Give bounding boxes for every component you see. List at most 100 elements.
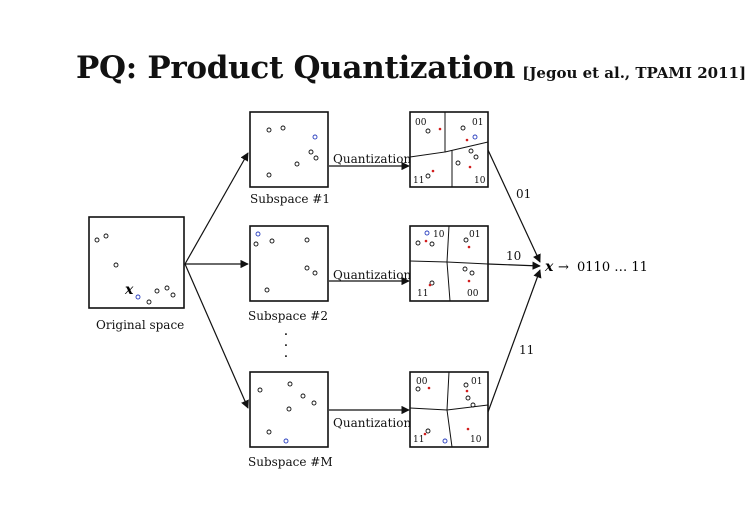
split-arrow-m <box>184 263 249 409</box>
data-point <box>103 233 109 239</box>
data-point <box>468 148 474 154</box>
data-point <box>425 128 431 134</box>
data-point <box>304 237 310 243</box>
data-point <box>300 393 306 399</box>
data-point <box>113 262 119 268</box>
data-point <box>455 160 461 166</box>
vertical-ellipsis: · · · <box>284 327 288 365</box>
output-arrow: → <box>558 260 569 275</box>
quantization-label: Quantization <box>333 268 411 282</box>
data-point <box>460 125 466 131</box>
data-point <box>313 155 319 161</box>
data-point <box>280 125 286 131</box>
data-point <box>463 237 469 243</box>
cell-code: 00 <box>415 118 427 128</box>
subspace-label: Subspace #1 <box>250 192 330 206</box>
data-point <box>257 387 263 393</box>
data-point <box>266 127 272 133</box>
merge-arrow-1 <box>487 149 541 263</box>
original-space: x Original space <box>88 216 185 332</box>
data-point <box>294 161 300 167</box>
data-point <box>286 406 292 412</box>
data-point <box>170 292 176 298</box>
quantized-cells-m: 00 01 11 10 <box>409 371 489 448</box>
centroid <box>465 389 469 393</box>
original-points: x <box>94 233 176 305</box>
data-point <box>164 285 170 291</box>
data-point <box>312 270 318 276</box>
subspace-2: Subspace #2 <box>248 225 329 323</box>
data-point <box>425 428 431 434</box>
data-point <box>266 172 272 178</box>
data-point <box>311 400 317 406</box>
data-point <box>462 266 468 272</box>
cell-code: 00 <box>416 377 428 387</box>
data-point <box>253 241 259 247</box>
data-point-query <box>442 438 448 444</box>
subspace-label: Subspace #M <box>248 455 333 469</box>
data-point <box>470 402 476 408</box>
data-point <box>429 280 435 286</box>
data-point <box>415 386 421 392</box>
ellipsis-dot: · <box>284 327 288 343</box>
data-point <box>308 149 314 155</box>
edge-code-1: 01 <box>516 187 531 201</box>
centroid <box>467 279 471 283</box>
cell-code: 11 <box>417 289 428 299</box>
centroid <box>468 165 472 169</box>
data-point-query <box>135 294 141 300</box>
slide-title: PQ: Product Quantization [Jegou et al., … <box>76 50 746 86</box>
data-point <box>304 265 310 271</box>
quantization-label: Quantization <box>333 152 411 166</box>
centroid <box>428 283 432 287</box>
cell-code: 01 <box>469 230 480 240</box>
subspace-box <box>249 225 329 302</box>
cell-code: 01 <box>471 377 482 387</box>
cell-code: 11 <box>413 435 424 445</box>
data-point-query <box>312 134 318 140</box>
original-space-box <box>88 216 185 309</box>
cell-code: 11 <box>413 176 424 186</box>
cell-code: 00 <box>467 289 479 299</box>
data-point <box>463 382 469 388</box>
subspace-box <box>249 111 329 188</box>
subspace-1: Subspace #1 <box>249 111 330 206</box>
data-point <box>469 270 475 276</box>
title-main: PQ: Product Quantization <box>76 50 516 86</box>
query-vector-marker: x <box>124 282 134 298</box>
quantized-cells-2: 10 01 11 00 <box>409 225 489 302</box>
original-space-label: Original space <box>96 318 184 332</box>
split-arrow-1 <box>184 152 249 265</box>
data-point <box>415 240 421 246</box>
quantized-cells-1: 00 01 11 10 <box>409 111 489 188</box>
title-citation: [Jegou et al., TPAMI 2011] <box>522 64 746 82</box>
quantization-label: Quantization <box>333 416 411 430</box>
cell-code: 10 <box>470 435 482 445</box>
centroid <box>467 245 471 249</box>
data-point <box>146 299 152 305</box>
centroid <box>424 239 428 243</box>
cell-code: 10 <box>433 230 445 240</box>
data-point <box>264 287 270 293</box>
data-point-query <box>424 230 430 236</box>
pq-diagram: x Original space Subspace #1 Quantizatio… <box>88 111 648 469</box>
centroid <box>465 138 469 142</box>
centroid <box>466 427 470 431</box>
merge-arrow-2 <box>487 261 541 270</box>
codebook-box <box>409 111 489 188</box>
ellipsis-dot: · <box>284 338 288 354</box>
data-point-query <box>472 134 478 140</box>
data-point-query <box>283 438 289 444</box>
data-point <box>94 237 100 243</box>
centroid <box>438 127 442 131</box>
pq-code-output: x → 0110 … 11 <box>544 259 648 275</box>
data-point-query <box>255 231 261 237</box>
subspace-label: Subspace #2 <box>248 309 328 323</box>
edge-code-m: 11 <box>519 343 534 357</box>
subspace-box <box>249 371 329 448</box>
centroid <box>431 169 435 173</box>
data-point <box>425 173 431 179</box>
data-point <box>465 395 471 401</box>
data-point <box>154 288 160 294</box>
centroid <box>427 386 431 390</box>
